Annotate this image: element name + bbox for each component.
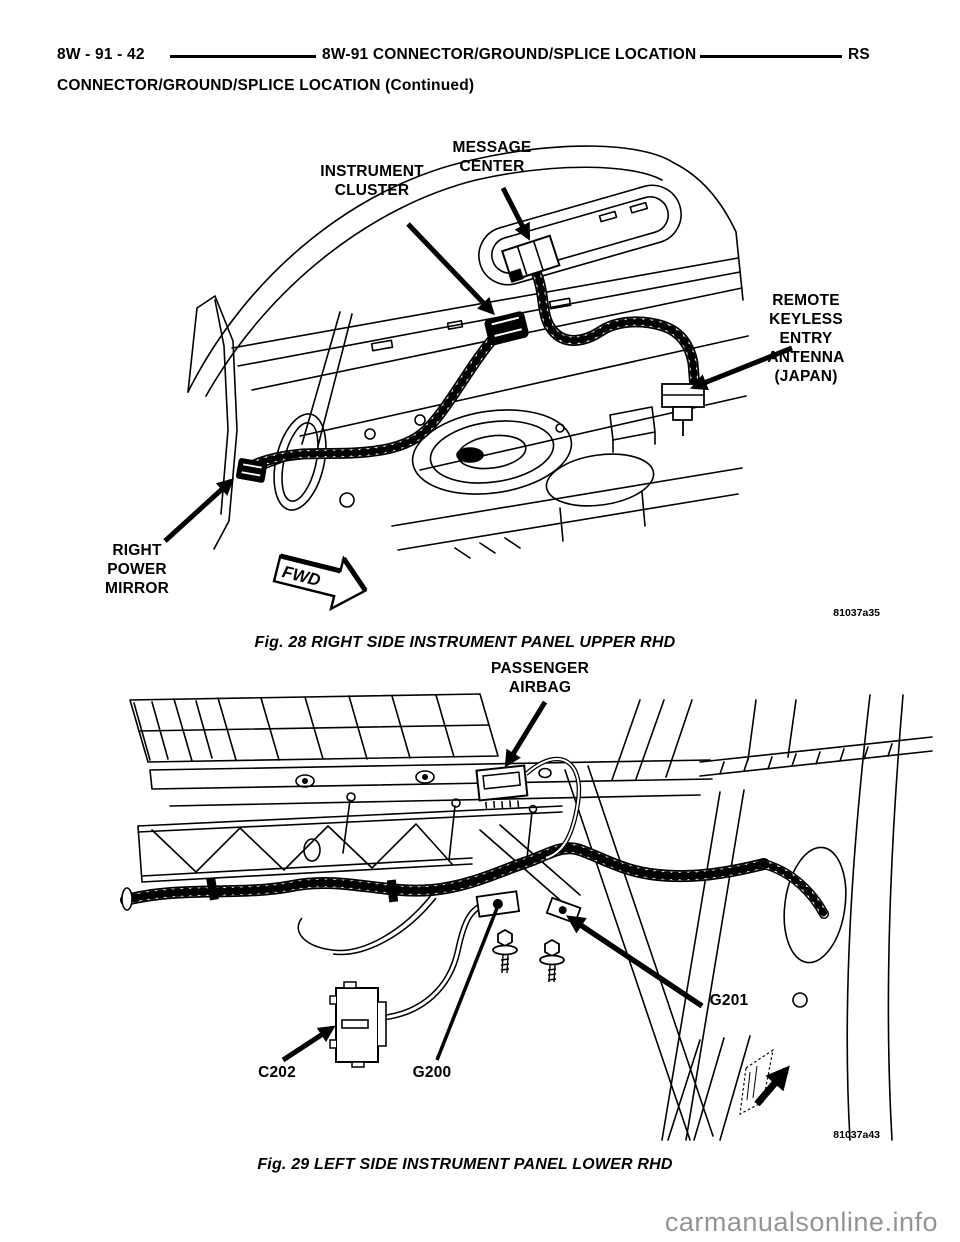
figure-28-caption: Fig. 28 RIGHT SIDE INSTRUMENT PANEL UPPE… bbox=[254, 634, 676, 651]
rke-antenna-arrow bbox=[690, 345, 793, 391]
figure-29-drawing bbox=[120, 693, 933, 1141]
figure-29-caption: Fig. 29 LEFT SIDE INSTRUMENT PANEL LOWER… bbox=[257, 1156, 673, 1173]
g200-leader bbox=[435, 907, 499, 1061]
watermark: carmanualsonline.info bbox=[664, 1207, 938, 1237]
continued-subtitle: CONNECTOR/GROUND/SPLICE LOCATION (Contin… bbox=[57, 77, 475, 94]
label-c202: C202 bbox=[258, 1064, 296, 1081]
fwd-arrow: FWD bbox=[272, 553, 368, 612]
figure-28-drawing: FWD bbox=[163, 145, 793, 612]
c202-arrow bbox=[281, 1025, 336, 1063]
label-g201: G201 bbox=[709, 992, 749, 1009]
breakout-wires bbox=[297, 893, 437, 956]
message-center-arrow bbox=[500, 186, 531, 241]
c202-pigtail bbox=[377, 899, 495, 1021]
c202-component bbox=[329, 981, 387, 1068]
lower-ip-structure bbox=[129, 693, 933, 1141]
section-title: 8W-91 CONNECTOR/GROUND/SPLICE LOCATION bbox=[322, 46, 697, 63]
g200-ground bbox=[475, 890, 521, 974]
main-harness bbox=[120, 842, 829, 919]
figure-28-image-tag: 81037a35 bbox=[833, 607, 880, 619]
dash-structure bbox=[187, 145, 749, 559]
instrument-cluster-connector bbox=[484, 311, 529, 346]
header-rule-right bbox=[700, 55, 842, 58]
label-passenger-airbag: PASSENGER AIRBAG bbox=[491, 660, 589, 696]
figure-29-image-tag: 81037a43 bbox=[833, 1129, 880, 1141]
label-g200: G200 bbox=[412, 1064, 452, 1081]
g201-ground bbox=[539, 896, 582, 983]
callout-arrows-fig29 bbox=[281, 700, 704, 1063]
label-remote-keyless-antenna: REMOTE KEYLESS ENTRY ANTENNA (JAPAN) bbox=[767, 292, 845, 385]
mirror-connector bbox=[235, 453, 303, 483]
message-center-connector bbox=[500, 234, 561, 283]
header-rule-left bbox=[170, 55, 316, 58]
label-instrument-cluster: INSTRUMENT CLUSTER bbox=[320, 163, 424, 199]
airbag-connector bbox=[475, 756, 582, 861]
airbag-arrow bbox=[504, 700, 548, 768]
g201-arrow bbox=[566, 915, 704, 1009]
wiring-harness bbox=[246, 266, 701, 472]
label-message-center: MESSAGE CENTER bbox=[452, 139, 532, 175]
callout-arrows-fig28 bbox=[163, 186, 793, 543]
model-code: RS bbox=[848, 46, 870, 63]
mirror-arrow bbox=[163, 478, 235, 543]
direction-arrow bbox=[739, 1048, 790, 1116]
page-ref: 8W - 91 - 42 bbox=[57, 46, 145, 63]
instrument-cluster-arrow bbox=[406, 222, 495, 316]
label-right-power-mirror: RIGHT POWER MIRROR bbox=[104, 542, 170, 597]
rke-antenna-module bbox=[661, 383, 705, 436]
